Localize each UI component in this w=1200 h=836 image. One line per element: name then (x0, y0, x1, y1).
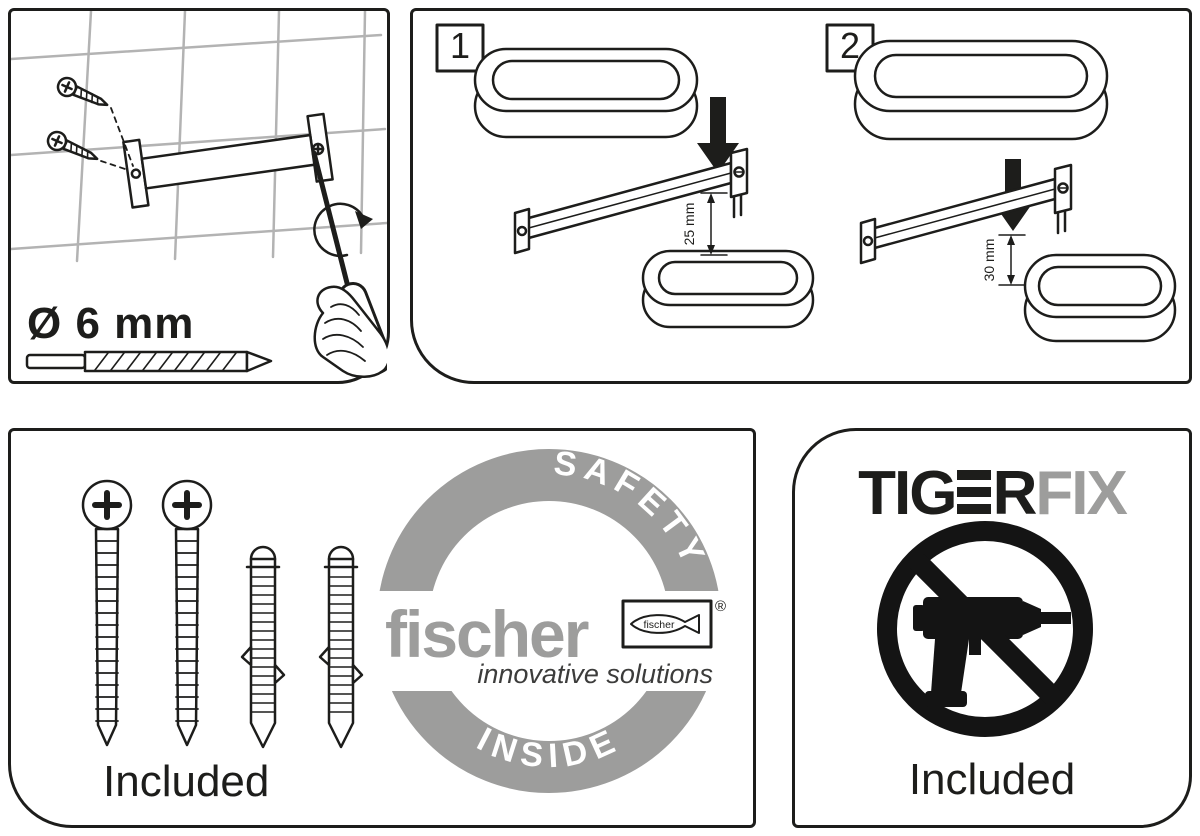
panel-drilling: Ø 6 mm (8, 8, 390, 384)
panel-mounting-steps: 1 (410, 8, 1192, 384)
panel-included-hardware: SAFETY INSIDE fischer innovative solutio… (8, 428, 756, 828)
step-1-number: 1 (450, 25, 470, 66)
step-1-number-box (435, 23, 485, 73)
down-arrow-icon (697, 97, 739, 173)
tigerfix-logo-fix: FIX (1035, 459, 1127, 528)
step-2-number: 2 (840, 25, 860, 66)
screw-icon (81, 479, 133, 747)
towel-ring-top (473, 47, 699, 139)
screw-icon (56, 76, 109, 107)
mounting-steps-illustration: 1 (435, 23, 1177, 343)
fischer-safety-badge: SAFETY INSIDE fischer innovative solutio… (375, 444, 729, 793)
wall-strip (513, 147, 749, 255)
fish-logo-label: fischer (644, 619, 675, 631)
rotation-arrow-icon (313, 202, 373, 258)
badge-arc-top-label: SAFETY (552, 444, 715, 575)
fischer-tagline: innovative solutions (477, 659, 713, 689)
wall-plug-icon (318, 545, 364, 749)
screw-icon (46, 130, 99, 161)
tigerfix-logo-stylized-e (956, 469, 992, 514)
towel-ring-top (853, 39, 1109, 141)
fischer-fish-logo: fischer (621, 599, 713, 649)
registered-trademark-symbol: ® (715, 598, 726, 615)
fischer-wordmark: fischer (385, 597, 589, 671)
dimension-25mm-label: 25 mm (681, 203, 697, 246)
drill-bit-icon (25, 350, 273, 373)
hand (313, 285, 387, 378)
dashed-leader-lines (100, 107, 134, 170)
step-1: 1 (435, 23, 815, 329)
screw-being-driven (311, 142, 325, 156)
wall-strip (859, 163, 1073, 265)
step-2: 2 (825, 23, 1177, 343)
dimension-25mm: 25 mm (681, 192, 728, 256)
tigerfix-logo-r: R (992, 459, 1038, 528)
drilling-illustration (11, 11, 387, 378)
dimension-30mm: 30 mm (981, 234, 1026, 286)
towel-ring-mounted (641, 249, 815, 329)
towel-ring-mounted (1023, 253, 1177, 343)
no-drilling-icon (877, 521, 1093, 737)
hardware-included-label: Included (103, 757, 270, 806)
wall-plug-icon (240, 545, 286, 749)
dimension-30mm-label: 30 mm (981, 239, 997, 282)
drill-diameter-label: Ø 6 mm (27, 299, 195, 348)
wall-bracket (122, 112, 334, 209)
tigerfix-included-label: Included (908, 755, 1076, 804)
hardware-illustration: SAFETY INSIDE fischer innovative solutio… (81, 444, 729, 793)
screw-icon (161, 479, 213, 747)
tigerfix-logo-tig: TIG (858, 459, 957, 528)
